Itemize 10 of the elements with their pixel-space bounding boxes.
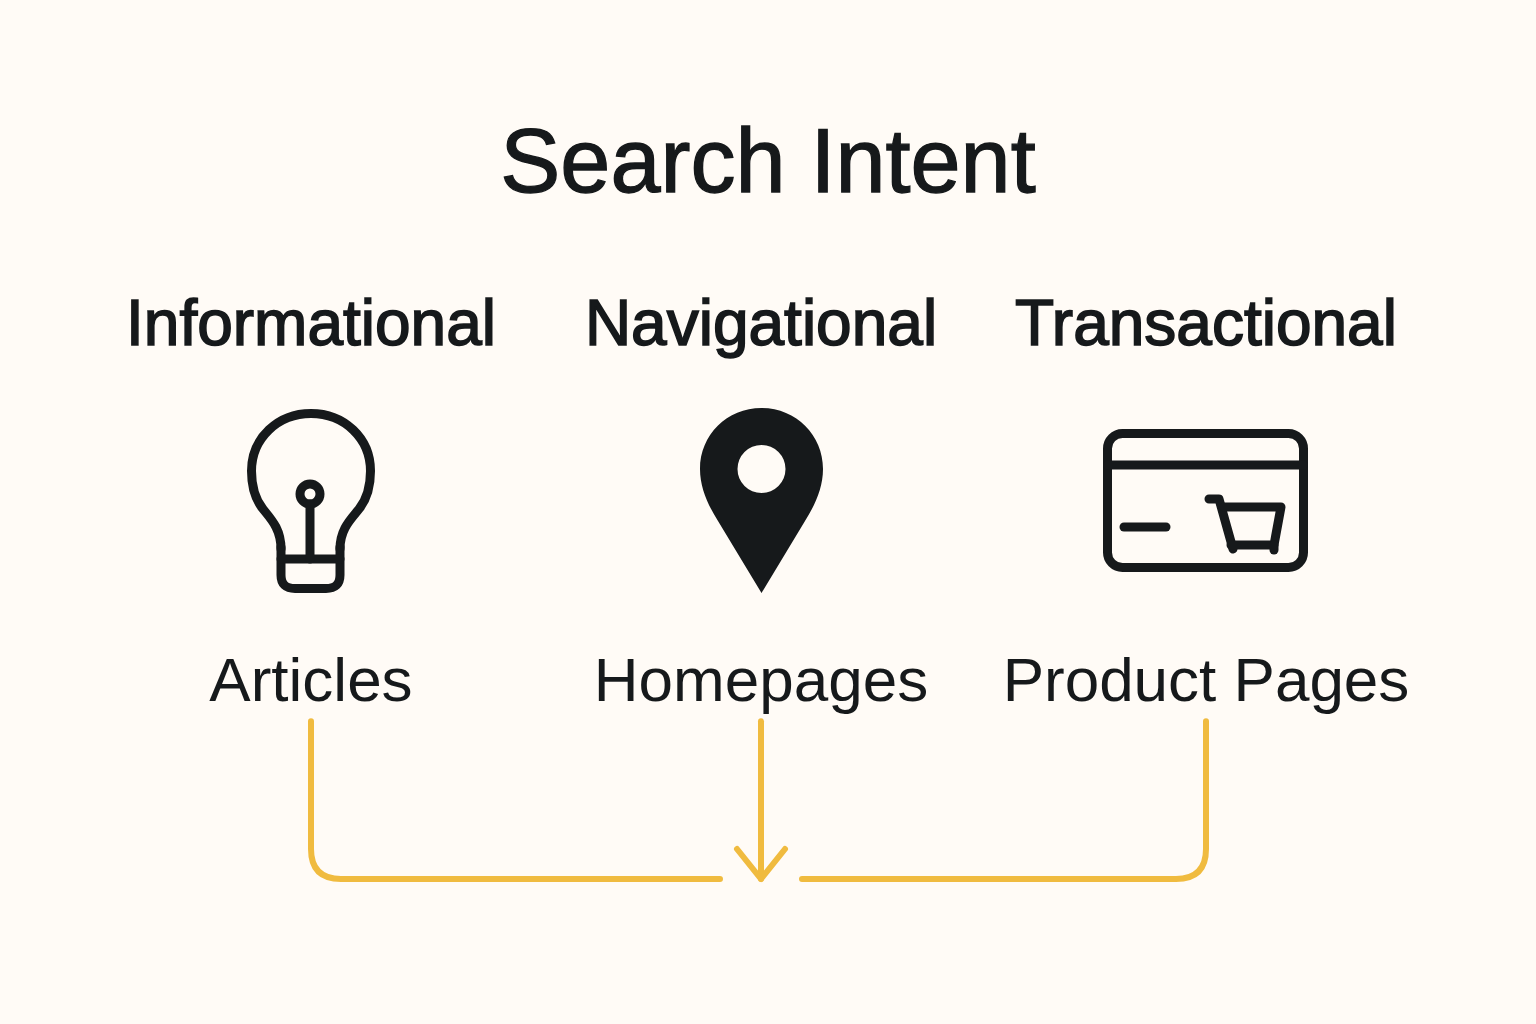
content-type-label: Product Pages [1002,644,1410,716]
arrow [734,718,788,882]
category-heading: Navigational [584,287,938,361]
diagram-title: Search Intent [500,116,1036,206]
category-heading: Informational [126,287,496,361]
content-type-label: Articles [209,644,413,716]
connector-line [308,718,723,882]
category-heading: Transactional [1015,287,1397,361]
content-type-label: Homepages [593,644,929,716]
connector-line [799,718,1209,882]
